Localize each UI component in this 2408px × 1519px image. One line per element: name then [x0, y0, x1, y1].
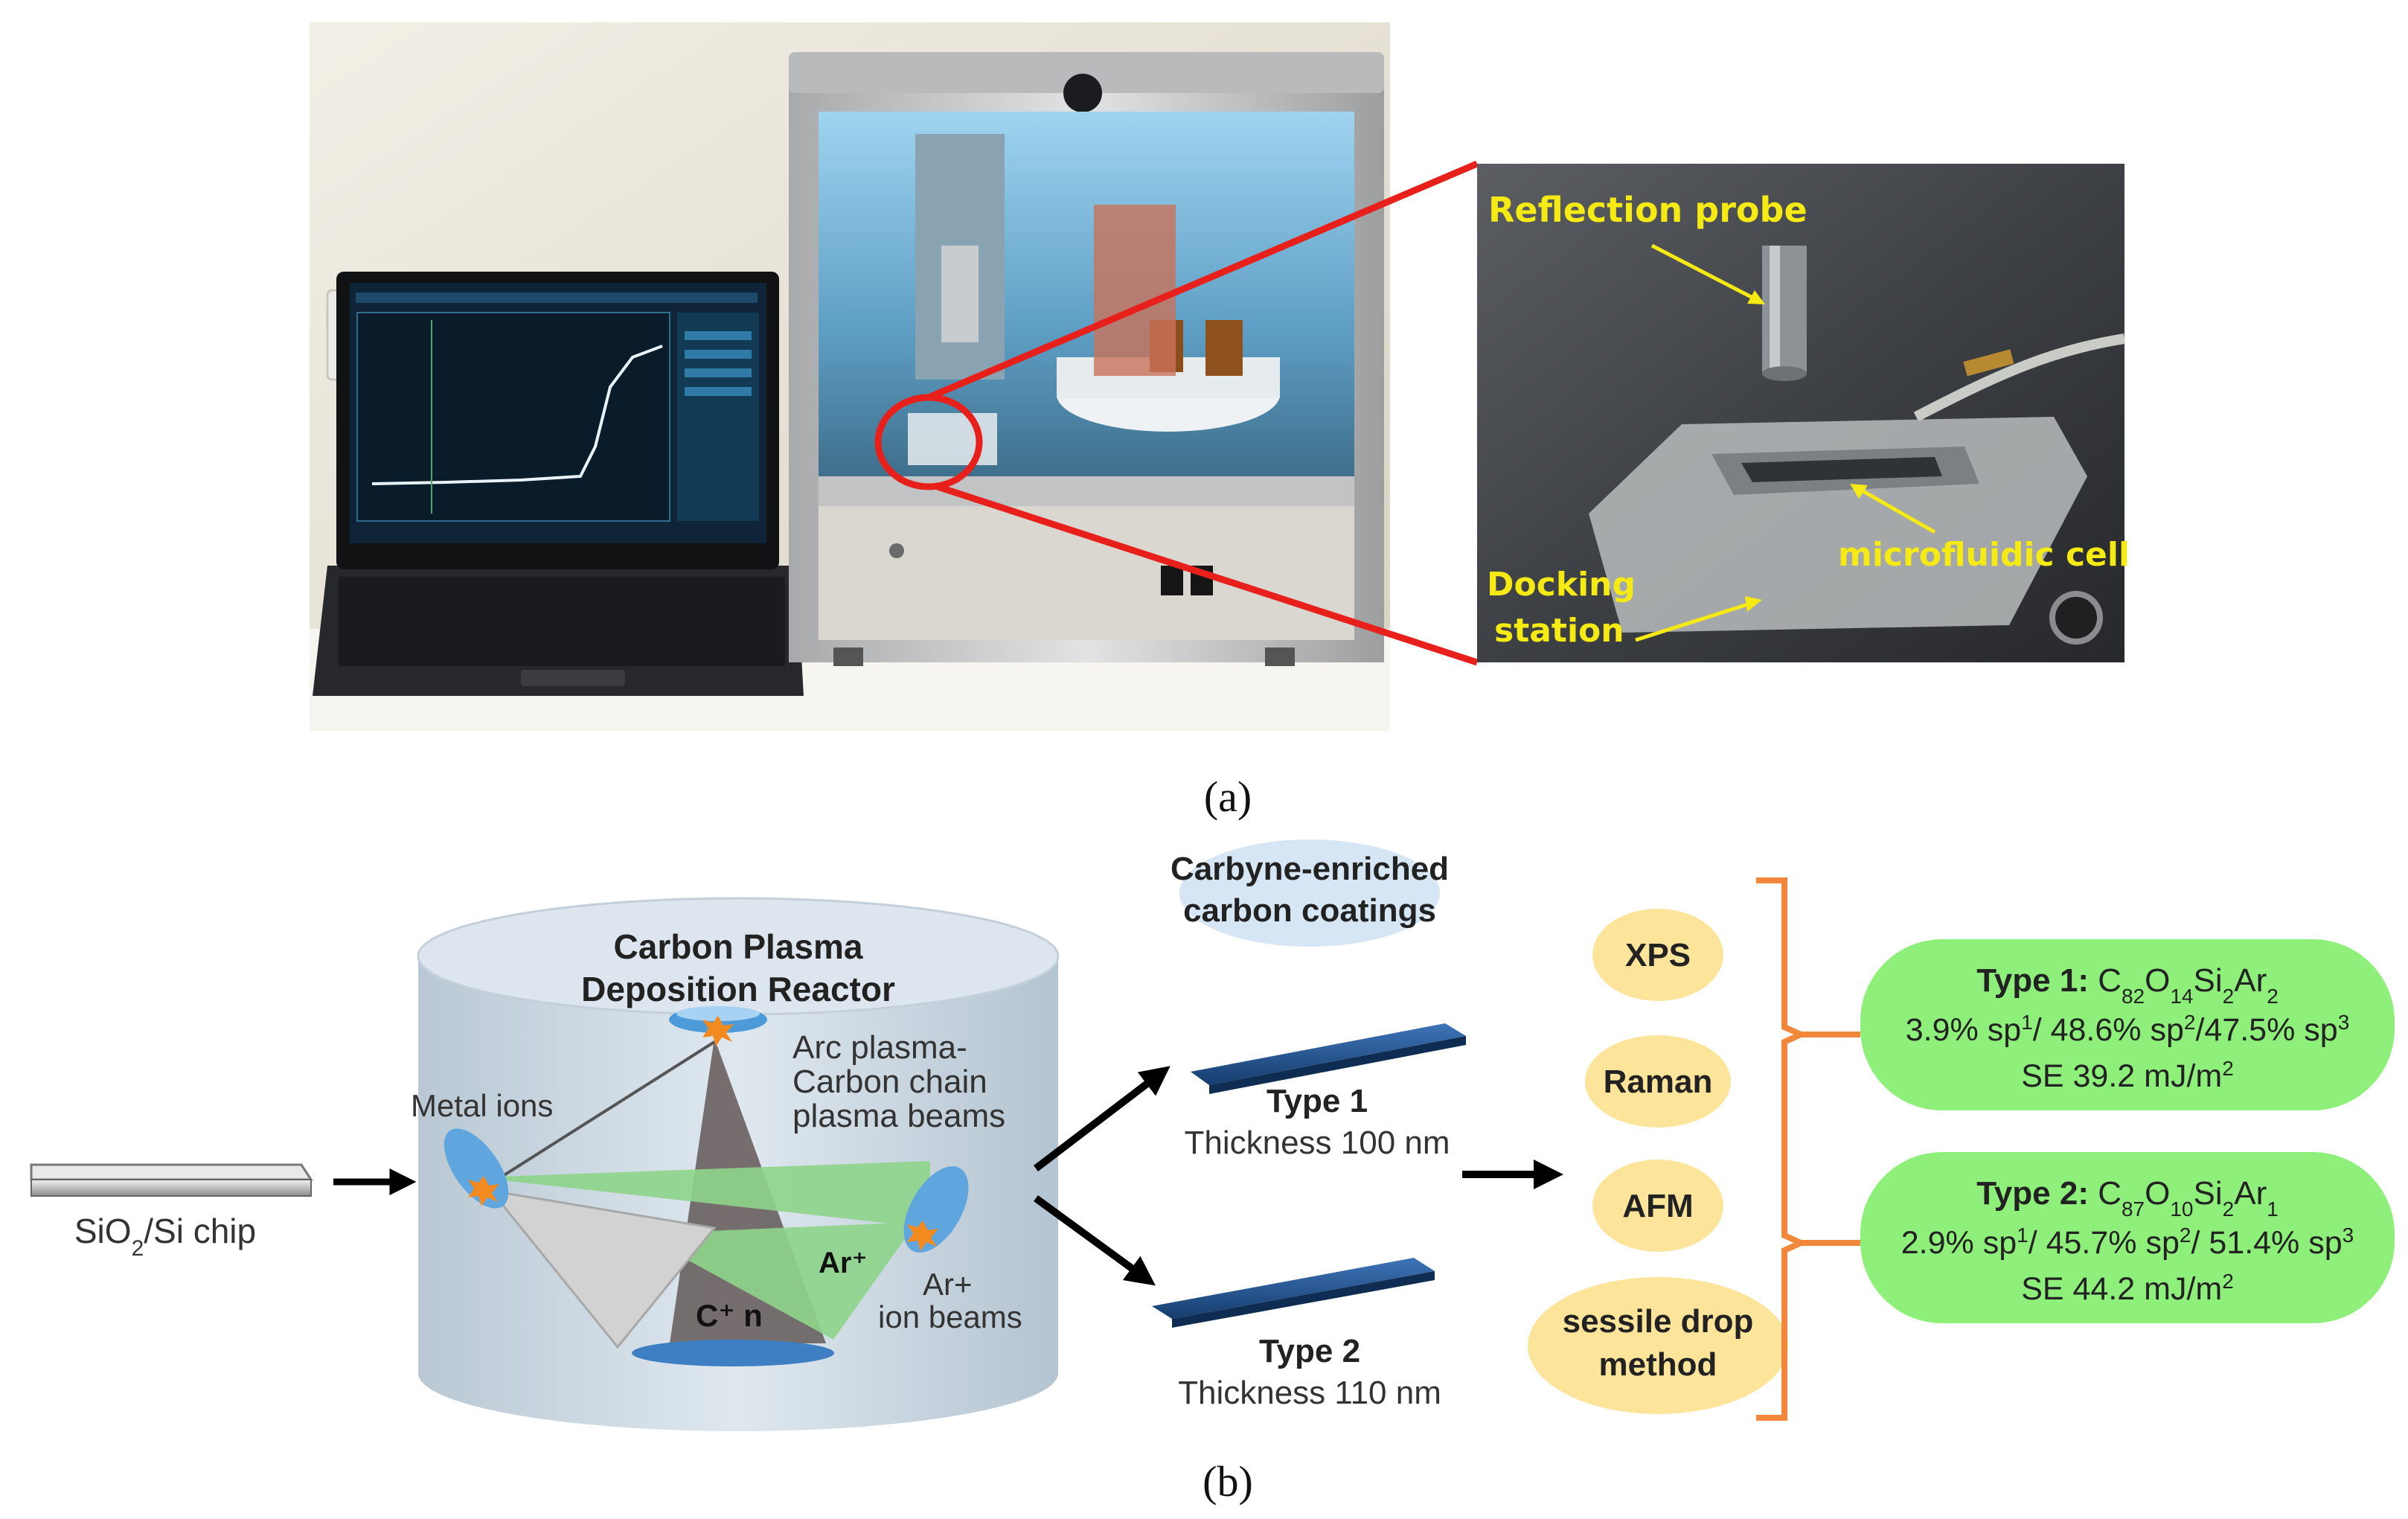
- coatings-line2: carbon coatings: [1183, 892, 1436, 929]
- method-raman: Raman: [1604, 1064, 1713, 1100]
- method-xps: XPS: [1625, 937, 1691, 973]
- method-afm: AFM: [1622, 1188, 1693, 1224]
- ar-plus-label: Ar⁺: [819, 1247, 868, 1279]
- c-plus-label: C⁺ n: [696, 1298, 763, 1333]
- grey-reflection-beam: [488, 1189, 717, 1349]
- coatings-line1: Carbyne-enriched: [1171, 851, 1449, 887]
- type2-thickness: Thickness 110 nm: [1178, 1375, 1441, 1411]
- callout-line-top: [927, 160, 1479, 401]
- type2-name: Type 2: [1259, 1333, 1360, 1369]
- panel-b: SiO2/Si chip Carbon Plasma Deposition Re…: [30, 840, 2395, 1506]
- method-bubble-sessile: [1528, 1277, 1788, 1414]
- reactor-title-line2: Deposition Reactor: [581, 970, 895, 1008]
- ar-beam-label-line1: Ar+: [923, 1267, 973, 1302]
- result1-hybrid: 3.9% sp1/ 48.6% sp2/47.5% sp3: [1906, 1011, 2350, 1049]
- method-bubble-raman: [1585, 1035, 1731, 1128]
- caption-a: (a): [1204, 773, 1252, 821]
- metal-ion-beam: [476, 1161, 930, 1228]
- label-docking-line1: Docking: [1487, 566, 1636, 604]
- instrument-photo: [310, 22, 1390, 731]
- arc-label-line2: Carbon chain: [792, 1064, 987, 1100]
- substrate-label: SiO2/Si chip: [74, 1212, 256, 1261]
- coatings-bubble: [1179, 840, 1440, 947]
- arc-label-line1: Arc plasma-: [792, 1029, 967, 1066]
- label-reflection-probe: Reflection probe: [1488, 190, 1807, 230]
- results-bracket: [1756, 877, 1808, 1421]
- panel-a: Reflection probe microfluidic cell Docki…: [310, 22, 2130, 821]
- result-box-type1: [1860, 939, 2395, 1110]
- result1-se: SE 39.2 mJ/m2: [2021, 1057, 2234, 1095]
- result-box-type2: [1860, 1152, 2395, 1323]
- method-sessile-line2: method: [1599, 1346, 1717, 1383]
- spark-icon: [702, 1016, 734, 1046]
- method-sessile-line1: sessile drop: [1563, 1303, 1754, 1340]
- laptop: [313, 272, 804, 696]
- ar-ion-beam: [640, 1222, 917, 1340]
- zoom-inset-photo: Reflection probe microfluidic cell Docki…: [1477, 164, 2130, 662]
- sources: [444, 1006, 969, 1366]
- coating-strip-type2: [1152, 1258, 1435, 1328]
- label-microfluidic-cell: microfluidic cell: [1838, 536, 2130, 574]
- arrow-to-type2: [1034, 1195, 1156, 1286]
- substrate-holder: [632, 1340, 834, 1366]
- deposition-instrument: [789, 52, 1384, 666]
- method-bubble-afm: [1592, 1160, 1723, 1252]
- spark-icon: [468, 1176, 499, 1206]
- reactor-title-line1: Carbon Plasma: [614, 927, 863, 966]
- metal-ions-label: Metal ions: [411, 1088, 553, 1123]
- arrow-to-type1: [1033, 1066, 1171, 1171]
- spark-icon: [907, 1221, 938, 1251]
- method-bubble-xps: [1592, 909, 1723, 1001]
- substrate-chip: [30, 1163, 313, 1197]
- plasma-beams: [476, 1038, 930, 1349]
- callout-line-bottom: [936, 483, 1479, 666]
- label-docking-line2: station: [1494, 612, 1624, 650]
- coating-strip-type1: [1191, 1023, 1466, 1094]
- arc-label-line3: plasma beams: [792, 1098, 1005, 1134]
- caption-b: (b): [1203, 1457, 1253, 1506]
- result2-se: SE 44.2 mJ/m2: [2021, 1270, 2234, 1308]
- result2-hybrid: 2.9% sp1/ 45.7% sp2/ 51.4% sp3: [1901, 1224, 2354, 1261]
- type1-thickness: Thickness 100 nm: [1184, 1125, 1450, 1161]
- type1-name: Type 1: [1267, 1083, 1368, 1119]
- ar-beam-label-line2: ion beams: [878, 1299, 1022, 1334]
